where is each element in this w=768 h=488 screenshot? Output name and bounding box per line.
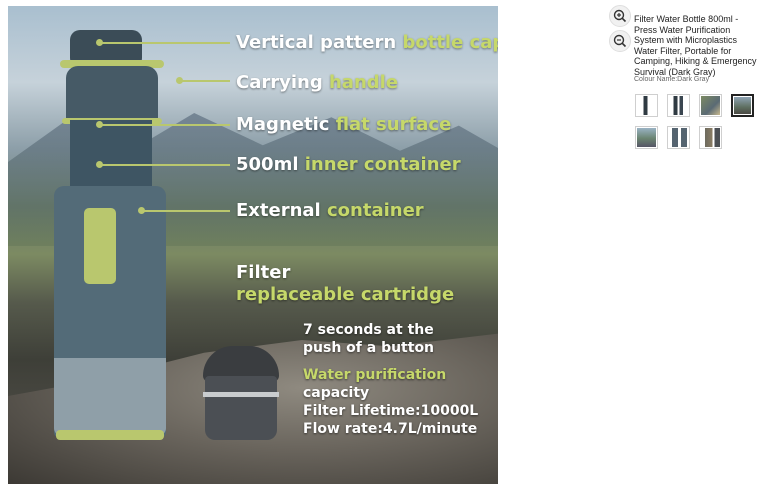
spec-push-time: 7 seconds at the push of a button (303, 321, 434, 357)
callout-flat-surface: Magnetic flat surface (236, 114, 451, 136)
spec-line: 7 seconds at the (303, 322, 434, 338)
thumbnail-image (701, 96, 720, 115)
leader-line-surface (100, 124, 230, 126)
thumbnail-1[interactable] (635, 94, 658, 117)
callout-text: Vertical pattern (236, 32, 403, 53)
thumbnail-3[interactable] (699, 94, 722, 117)
callout-highlight: replaceable cartridge (236, 284, 455, 305)
leader-dot-inner (96, 161, 103, 168)
bottle-cap (66, 66, 158, 124)
spec-line: capacity (303, 385, 370, 401)
zoom-out-button[interactable] (609, 30, 631, 52)
leader-dot-external (138, 207, 145, 214)
leader-line-inner (100, 164, 230, 166)
spec-capacity: Water purification capacity (303, 366, 446, 402)
thumbnail-4[interactable] (731, 94, 754, 117)
callout-text: 500ml (236, 154, 305, 175)
zoom-out-icon (613, 34, 627, 48)
thumbnail-image (637, 128, 656, 147)
spec-flow-rate: Flow rate:4.7L/minute (303, 421, 478, 437)
thumbnail-6[interactable] (667, 126, 690, 149)
cartridge-ring (203, 392, 279, 397)
product-title: Filter Water Bottle 800ml - Press Water … (634, 14, 757, 77)
callout-text: Filter (236, 262, 291, 283)
thumbnail-image (734, 97, 751, 114)
thumbnail-image (669, 128, 688, 147)
filter-cartridge-illustration (203, 346, 279, 440)
callout-highlight: bottle cap (402, 32, 498, 53)
brand-logo (84, 208, 116, 284)
leader-line-external (142, 210, 230, 212)
callout-external-container: External container (236, 200, 424, 222)
callout-handle: Carrying handle (236, 72, 398, 94)
callout-text: External (236, 200, 327, 221)
thumbnail-7[interactable] (699, 126, 722, 149)
product-main-image[interactable]: Vertical pattern bottle cap Carrying han… (8, 6, 498, 484)
water-bottle-illustration (54, 30, 166, 448)
callout-highlight: inner container (304, 154, 461, 175)
colour-label: Colour Name:Dark Gray (634, 76, 710, 83)
bottle-base-band (56, 430, 164, 440)
spec-line: Water purification (303, 367, 447, 383)
callout-inner-container: 500ml inner container (236, 154, 461, 176)
cartridge-body (205, 376, 277, 440)
thumbnail-image (637, 96, 656, 115)
leader-line-handle (180, 80, 230, 82)
leader-dot-cap (96, 39, 103, 46)
thumbnail-2[interactable] (667, 94, 690, 117)
zoom-in-icon (613, 9, 627, 23)
callout-text: Carrying (236, 72, 329, 93)
callout-highlight: container (327, 200, 424, 221)
thumbnail-image (669, 96, 688, 115)
leader-dot-handle (176, 77, 183, 84)
spec-line: push of a button (303, 340, 435, 356)
thumbnail-5[interactable] (635, 126, 658, 149)
cap-band (60, 60, 164, 68)
leader-dot-surface (96, 121, 103, 128)
leader-line-cap (100, 42, 230, 44)
callout-highlight: handle (328, 72, 399, 93)
callout-highlight: flat surface (335, 114, 452, 135)
thumbnail-image (701, 128, 720, 147)
callout-bottle-cap: Vertical pattern bottle cap (236, 32, 498, 54)
spec-lifetime: Filter Lifetime:10000L (303, 403, 479, 419)
filter-section (54, 358, 166, 436)
callout-text: Magnetic (236, 114, 336, 135)
zoom-in-button[interactable] (609, 5, 631, 27)
